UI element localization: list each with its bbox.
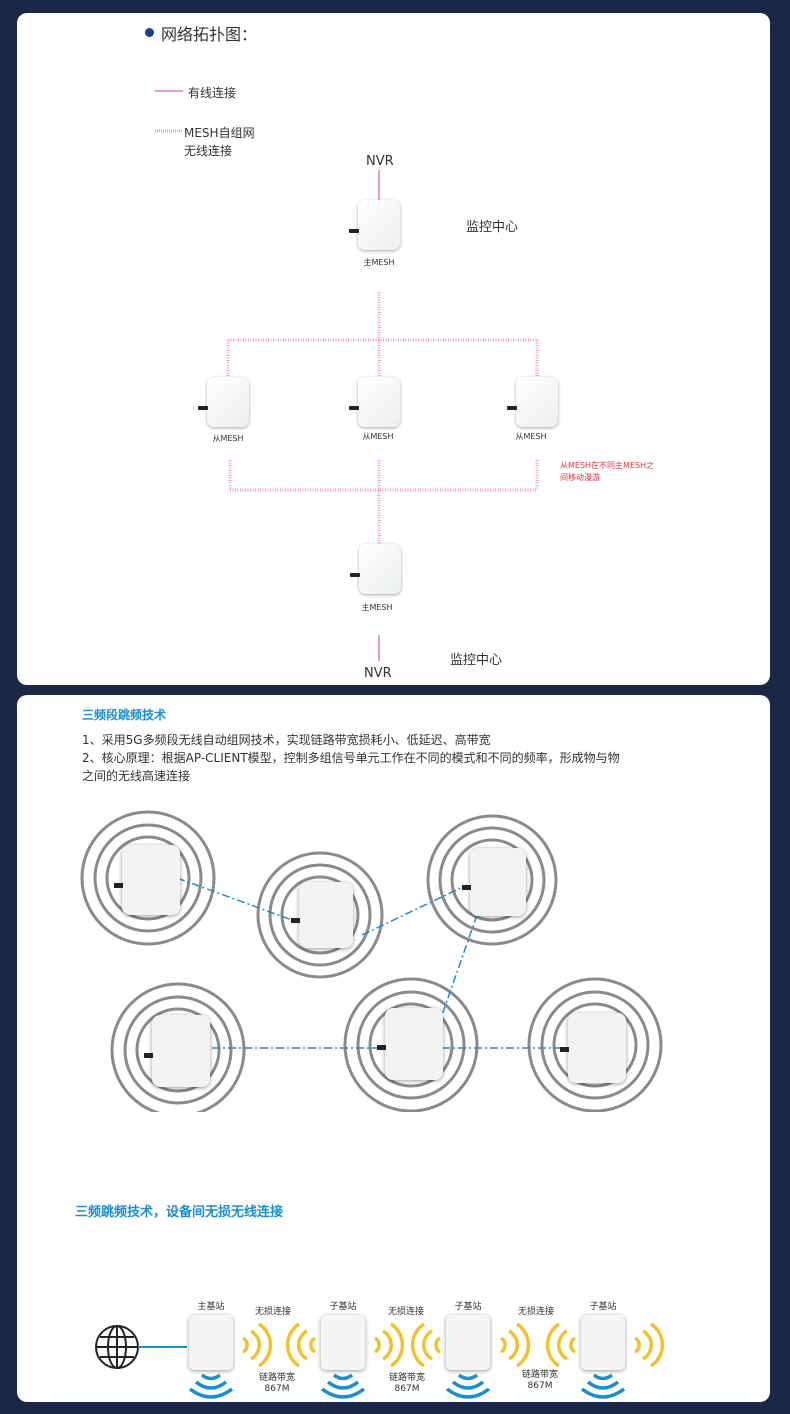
station-label: 子基站 xyxy=(454,1302,482,1312)
topology-lines xyxy=(155,90,539,661)
master-label: 主MESH xyxy=(361,603,393,612)
hopping-diagram xyxy=(80,810,663,1112)
wifi-icons xyxy=(188,1373,626,1399)
tech-line-1: 1、采用5G多频段无线自动组网技术，实现链路带宽损耗小、低延迟、高带宽 xyxy=(82,733,491,747)
topology-title: 网络拓扑图： xyxy=(161,25,258,44)
station-label: 主基站 xyxy=(197,1302,225,1312)
tech-line-3: 之间的无线高速连接 xyxy=(82,769,191,783)
station-label: 子基站 xyxy=(589,1302,617,1312)
signal-waves xyxy=(241,1322,665,1368)
slave-label: 从MESH xyxy=(212,434,244,443)
legend-wired: 有线连接 xyxy=(188,86,237,100)
globe-icon xyxy=(95,1325,139,1369)
slave-label: 从MESH xyxy=(515,432,547,441)
slave-device xyxy=(507,377,558,427)
topology-card: 网络拓扑图： 有线连接 MESH自组网 无线连接 NVR 监控中心 主MESH … xyxy=(17,13,770,685)
speed-label: 867M xyxy=(264,1384,290,1394)
bullet-icon xyxy=(145,28,154,37)
center-top: 监控中心 xyxy=(466,220,519,235)
chain-diagram xyxy=(95,1315,665,1399)
ring-node xyxy=(110,982,246,1112)
ring-node xyxy=(80,810,216,946)
speed-label: 867M xyxy=(527,1381,553,1391)
legend-mesh-1: MESH自组网 xyxy=(184,126,255,140)
roam-note-1: 从MESH在不同主MESH之 xyxy=(560,461,655,470)
slave-device xyxy=(198,377,249,427)
nvr-bottom: NVR xyxy=(364,666,392,681)
bandwidth-label: 链路带宽 xyxy=(521,1370,559,1380)
bandwidth-label: 链路带宽 xyxy=(258,1373,296,1383)
ring-node xyxy=(527,977,663,1112)
tech-title: 三频段跳频技术 xyxy=(82,708,167,722)
slave-device xyxy=(349,377,400,427)
speed-label: 867M xyxy=(394,1384,420,1394)
bandwidth-label: 链路带宽 xyxy=(388,1373,426,1383)
master-label: 主MESH xyxy=(363,258,395,267)
master-mesh-device xyxy=(350,544,401,594)
tech-line-2: 2、核心原理：根据AP-CLIENT模型，控制多组信号单元工作在不同的模式和不同… xyxy=(82,751,620,765)
ring-node xyxy=(343,977,479,1112)
slave-label: 从MESH xyxy=(362,432,394,441)
link-label: 无损连接 xyxy=(387,1307,425,1317)
station-label: 子基站 xyxy=(329,1302,357,1312)
tech-card: 三频段跳频技术 1、采用5G多频段无线自动组网技术，实现链路带宽损耗小、低延迟、… xyxy=(17,695,770,1402)
master-mesh-device xyxy=(349,200,400,250)
nvr-top: NVR xyxy=(366,154,394,169)
ring-node xyxy=(426,814,558,946)
link-label: 无损连接 xyxy=(517,1307,555,1317)
roam-note-2: 间移动漫游 xyxy=(560,473,600,482)
link-label: 无损连接 xyxy=(254,1307,292,1317)
legend-mesh-2: 无线连接 xyxy=(184,144,233,158)
tech-subtitle: 三频跳频技术，设备间无损无线连接 xyxy=(75,1205,284,1220)
center-bottom: 监控中心 xyxy=(450,653,503,668)
ring-node xyxy=(256,851,384,979)
